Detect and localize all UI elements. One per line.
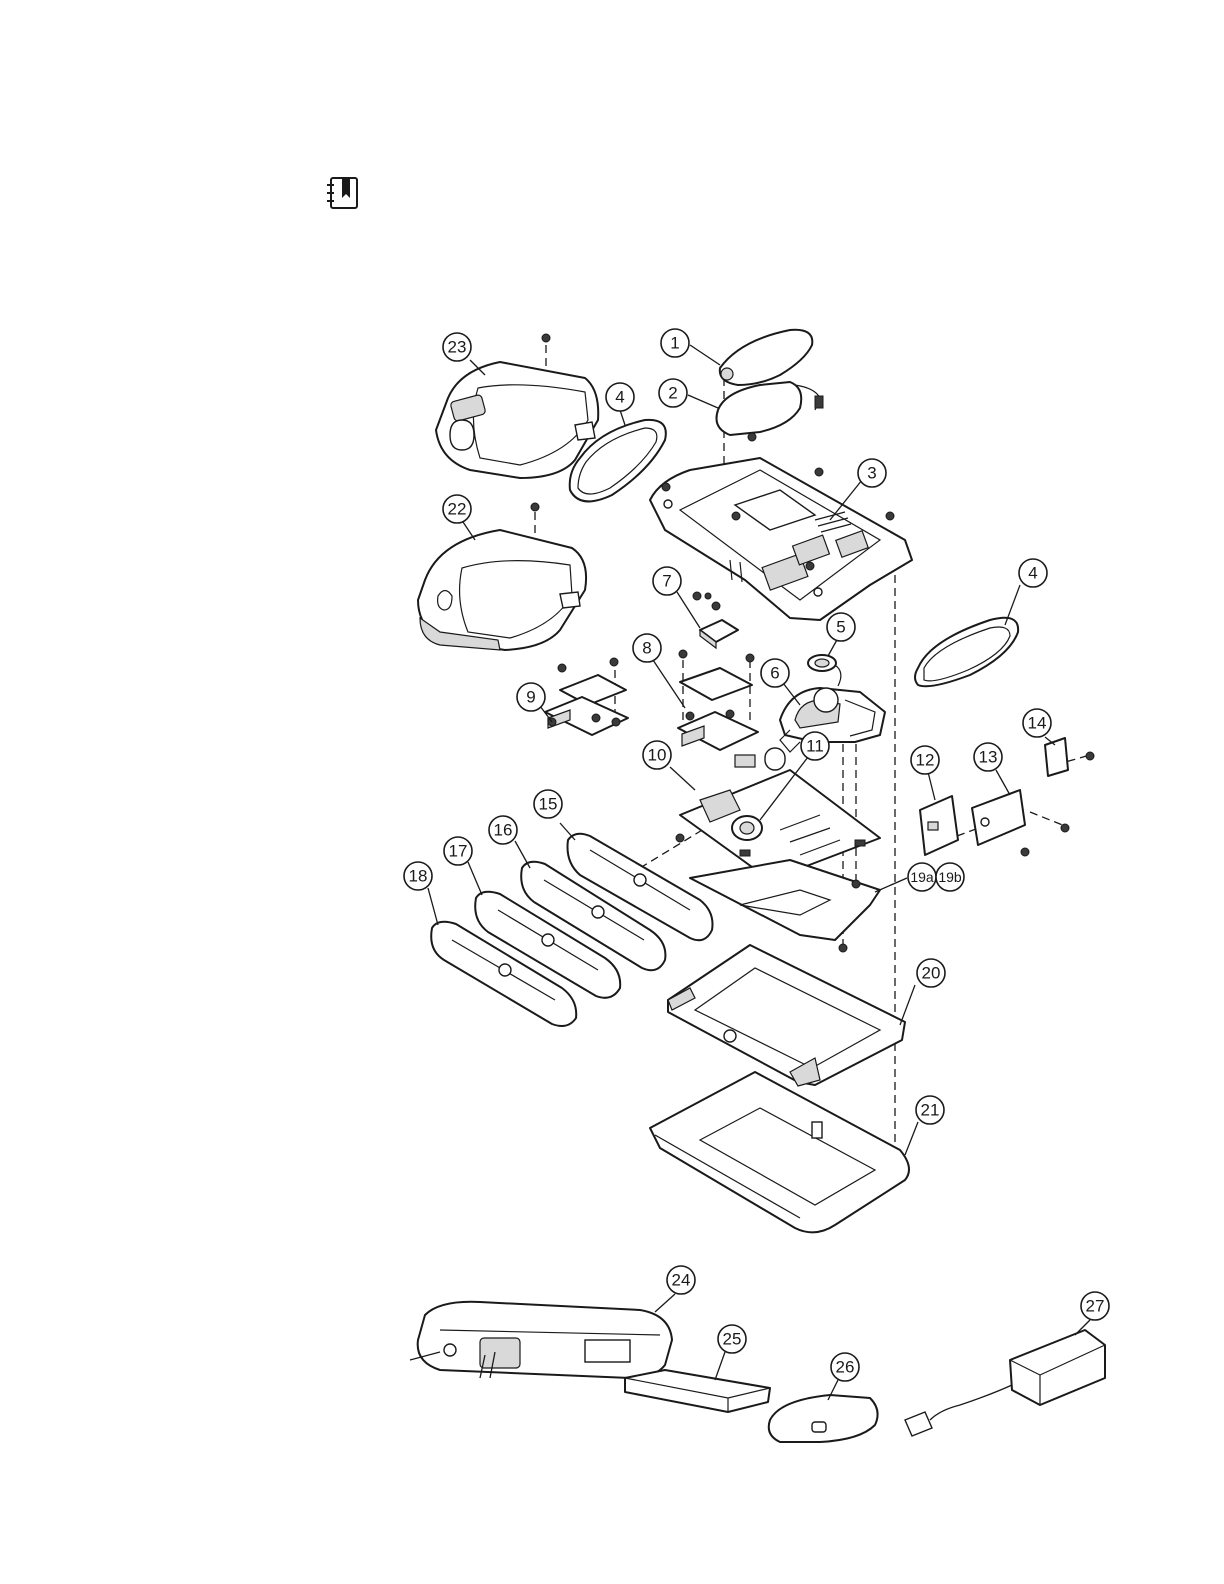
callout-label: 25 bbox=[723, 1330, 742, 1349]
callout-7: 7 bbox=[653, 567, 681, 595]
callout-label: 19b bbox=[938, 869, 962, 885]
callout-label: 6 bbox=[770, 664, 779, 683]
callout-1: 1 bbox=[661, 329, 689, 357]
part-21-bottom-housing bbox=[650, 1072, 909, 1232]
callout-label: 18 bbox=[409, 867, 428, 886]
part-27-power-supply bbox=[905, 1330, 1105, 1436]
callout-4-right: 4 bbox=[1019, 559, 1047, 587]
callout-label: 21 bbox=[921, 1101, 940, 1120]
callout-label: 10 bbox=[648, 746, 667, 765]
part-24-mounting-base bbox=[410, 1302, 672, 1378]
callout-label: 9 bbox=[526, 688, 535, 707]
part-19-board bbox=[690, 860, 880, 940]
callout-21: 21 bbox=[916, 1096, 944, 1124]
callout-26: 26 bbox=[831, 1353, 859, 1381]
callout-5: 5 bbox=[827, 613, 855, 641]
callout-label: 19a bbox=[910, 869, 934, 885]
part-11-connector bbox=[732, 816, 762, 840]
callout-label: 22 bbox=[448, 500, 467, 519]
callout-label: 27 bbox=[1086, 1297, 1105, 1316]
callout-18: 18 bbox=[404, 862, 432, 890]
manual-bookmark-icon bbox=[327, 178, 357, 208]
callout-17: 17 bbox=[444, 837, 472, 865]
callout-label: 15 bbox=[539, 795, 558, 814]
callout-label: 5 bbox=[836, 618, 845, 637]
callout-22: 22 bbox=[443, 495, 471, 523]
callout-11: 11 bbox=[801, 732, 829, 760]
callout-13: 13 bbox=[974, 743, 1002, 771]
part-2-battery bbox=[717, 382, 824, 435]
part-20-chassis-frame bbox=[668, 945, 905, 1086]
part-6-pump-assembly bbox=[780, 688, 885, 752]
part-12-small-board bbox=[920, 796, 958, 855]
callout-19a: 19a bbox=[908, 863, 936, 891]
callout-16: 16 bbox=[489, 816, 517, 844]
part-10-main-board bbox=[680, 748, 880, 880]
part-23-printer-door bbox=[436, 362, 598, 478]
callout-25: 25 bbox=[718, 1325, 746, 1353]
callout-label: 20 bbox=[922, 964, 941, 983]
callout-4-upper: 4 bbox=[606, 383, 634, 411]
callout-12: 12 bbox=[911, 746, 939, 774]
callout-label: 4 bbox=[615, 388, 624, 407]
part-5-speaker bbox=[808, 655, 841, 686]
callout-20: 20 bbox=[917, 959, 945, 987]
part-22-printer-door bbox=[418, 530, 586, 650]
part-26-cover bbox=[769, 1395, 878, 1442]
part-4-gasket-right bbox=[915, 618, 1018, 687]
callout-15: 15 bbox=[534, 790, 562, 818]
callout-label: 8 bbox=[642, 639, 651, 658]
callout-3: 3 bbox=[858, 459, 886, 487]
callout-label: 12 bbox=[916, 751, 935, 770]
callout-9: 9 bbox=[517, 683, 545, 711]
part-7-small-board bbox=[693, 592, 738, 648]
callout-label: 11 bbox=[806, 737, 824, 756]
callout-label: 23 bbox=[448, 338, 467, 357]
callout-14: 14 bbox=[1023, 709, 1051, 737]
part-13-board bbox=[972, 790, 1069, 856]
callout-label: 26 bbox=[836, 1358, 855, 1377]
callout-label: 1 bbox=[670, 334, 679, 353]
part-8-board-with-shield bbox=[678, 650, 758, 750]
callout-label: 24 bbox=[672, 1271, 691, 1290]
callout-27: 27 bbox=[1081, 1292, 1109, 1320]
part-25-battery-pack bbox=[625, 1370, 770, 1412]
callout-label: 14 bbox=[1028, 714, 1047, 733]
callout-6: 6 bbox=[761, 659, 789, 687]
callout-23: 23 bbox=[443, 333, 471, 361]
callout-2: 2 bbox=[659, 379, 687, 407]
callout-19b: 19b bbox=[936, 863, 964, 891]
callout-label: 13 bbox=[979, 748, 998, 767]
callout-10: 10 bbox=[643, 741, 671, 769]
callout-label: 7 bbox=[662, 572, 671, 591]
callout-8: 8 bbox=[633, 634, 661, 662]
callout-label: 3 bbox=[867, 464, 876, 483]
callout-label: 2 bbox=[668, 384, 677, 403]
callout-label: 17 bbox=[449, 842, 468, 861]
callout-24: 24 bbox=[667, 1266, 695, 1294]
callout-label: 4 bbox=[1028, 564, 1037, 583]
callout-label: 16 bbox=[494, 821, 513, 840]
part-1-battery-door bbox=[720, 330, 813, 385]
